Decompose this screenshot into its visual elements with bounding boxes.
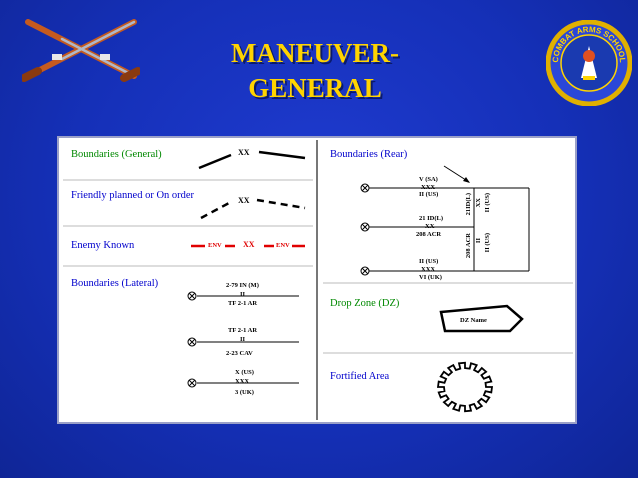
echelon-planned: XX: [238, 196, 250, 205]
combat-arms-school-seal-icon: COMBAT ARMS SCHOOL: [546, 20, 632, 106]
rear2-top: 21 ID(L): [419, 215, 444, 222]
rear-vertical-a-echelon: XX: [475, 198, 482, 208]
label-enemy-known: Enemy Known: [71, 240, 135, 251]
unit-circle-icon: [187, 378, 197, 388]
unit-circle-icon: [360, 266, 370, 276]
rear1-echelon: XXX: [421, 184, 436, 191]
rear-vertical-b-echelon: II: [475, 238, 482, 244]
rear1-bottom: II (US): [419, 191, 439, 198]
label-drop-zone: Drop Zone (DZ): [330, 298, 400, 309]
label-boundaries-general: Boundaries (General): [71, 149, 162, 160]
label-friendly-planned: Friendly planned or On order: [71, 190, 195, 201]
rear1-top: V (SA): [419, 176, 438, 183]
rear3-echelon: XXX: [421, 266, 436, 273]
boundary-planned-line: [200, 198, 306, 220]
enemy-env-right: ENV: [276, 242, 290, 249]
unit-circle-icon: [360, 183, 370, 193]
panel-graphics: [63, 140, 573, 420]
lateral2-top: TF 2-1 AR: [228, 327, 258, 334]
rear-vertical-b-bottom: II (US): [484, 233, 491, 253]
rear2-bottom: 208 ACR: [416, 231, 442, 238]
lateral1-echelon: II: [240, 291, 246, 298]
title-line-1: MANEUVER-: [231, 38, 399, 68]
lateral1-top: 2-79 IN (M): [226, 282, 259, 289]
rear3-bottom: VI (UK): [419, 274, 442, 281]
lateral2-bottom: 2-23 CAV: [226, 350, 253, 357]
lateral2-echelon: II: [240, 336, 246, 343]
lateral3-top: X (US): [235, 369, 254, 376]
title-line-2: GENERAL: [248, 73, 382, 103]
unit-circle-icon: [187, 291, 197, 301]
arrow-head: [463, 177, 470, 183]
rear2-echelon: XX: [425, 223, 435, 230]
rear-vertical-a-top: 21ID(L): [465, 193, 472, 216]
lateral3-echelon: XXX: [235, 378, 250, 385]
lateral3-bottom: 3 (UK): [235, 389, 254, 396]
symbols-panel: Boundaries (General) XX Friendly planned…: [57, 136, 577, 424]
rear-vertical-a-bottom: II (US): [484, 193, 491, 213]
boundary-general-line: [198, 150, 306, 170]
rear3-top: II (US): [419, 258, 439, 265]
crossed-rifles-icon: [22, 19, 140, 82]
enemy-env-left: ENV: [208, 242, 222, 249]
label-boundaries-rear: Boundaries (Rear): [330, 149, 408, 160]
echelon-general: XX: [238, 148, 250, 157]
fortified-area-shape: [436, 361, 494, 413]
slide-title: MANEUVER- GENERAL: [150, 36, 480, 106]
rear-vertical-b-top: 208 ACR: [465, 233, 472, 259]
drop-zone-name: DZ Name: [460, 317, 487, 324]
enemy-echelon: XX: [243, 240, 255, 249]
unit-circle-icon: [187, 337, 197, 347]
label-boundaries-lateral: Boundaries (Lateral): [71, 278, 159, 289]
drop-zone-shape: [439, 304, 524, 333]
unit-circle-icon: [360, 222, 370, 232]
label-fortified-area: Fortified Area: [330, 371, 390, 382]
lateral1-bottom: TF 2-1 AR: [228, 300, 258, 307]
